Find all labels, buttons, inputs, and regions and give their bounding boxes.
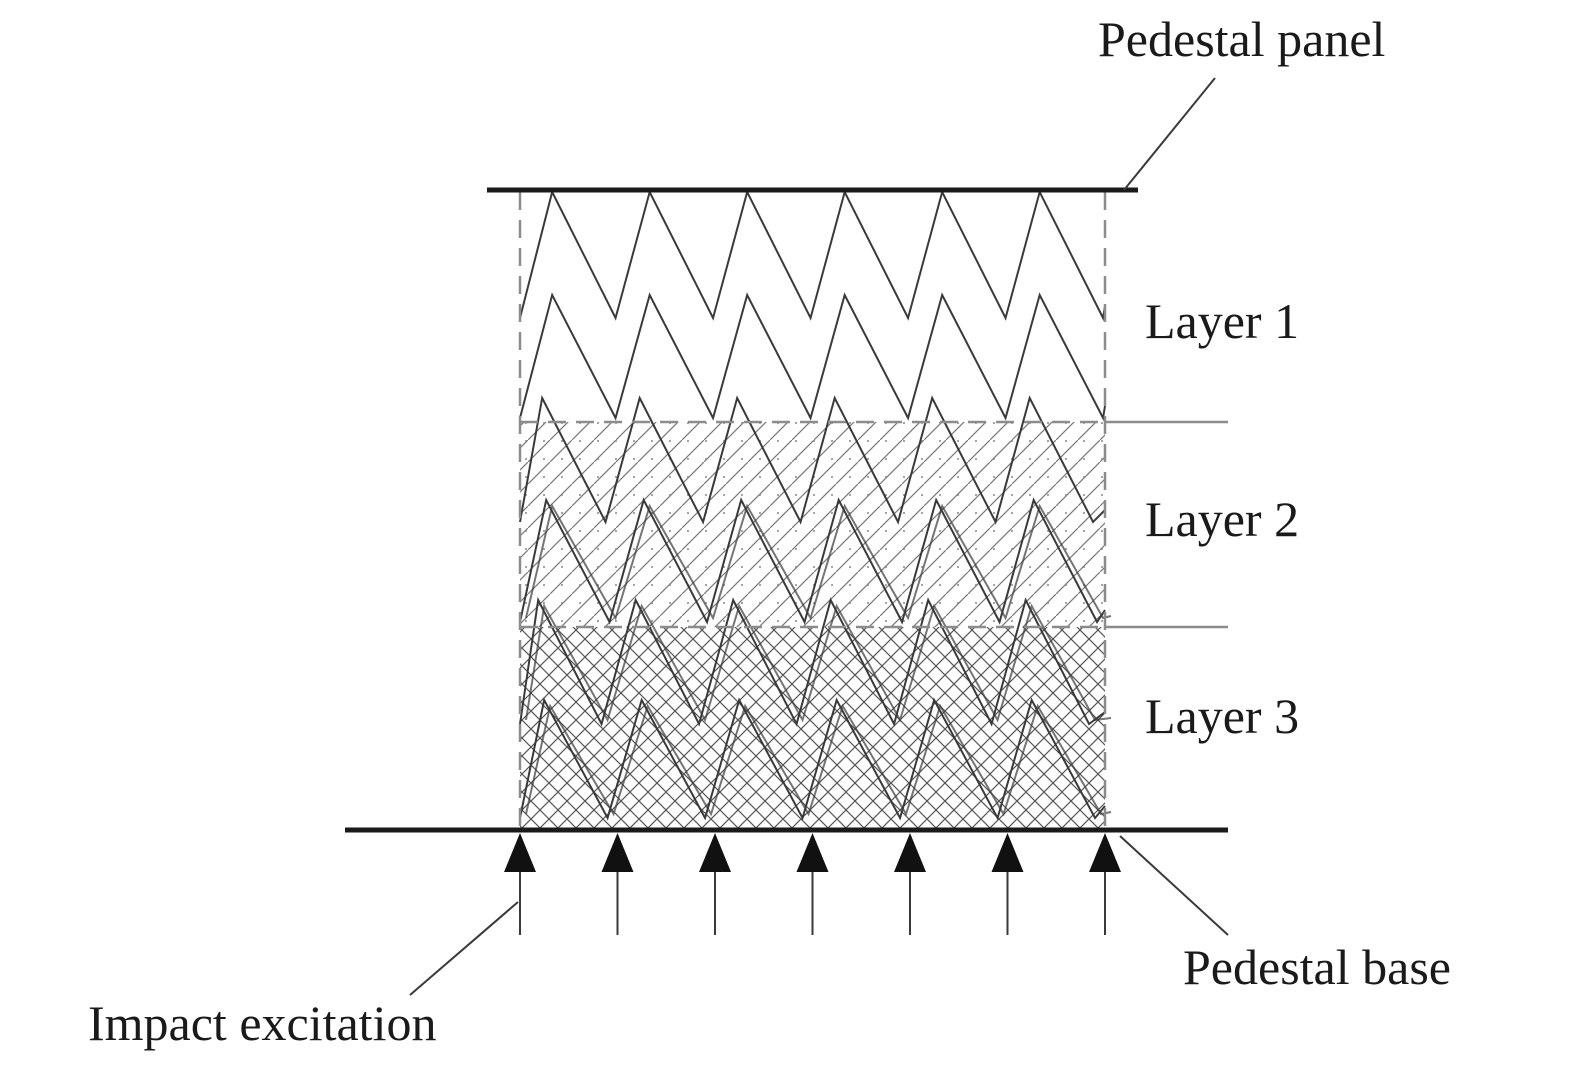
pedestal-panel-leader	[1123, 77, 1216, 191]
arrow-head	[991, 833, 1024, 872]
impact-excitation-leader	[409, 901, 519, 996]
zigzag-row-offset	[525, 602, 1112, 723]
arrow-head	[601, 833, 634, 872]
layer-2-label: Layer 2	[1145, 491, 1299, 547]
zigzag-row	[519, 292, 1106, 422]
zigzag-row-offset	[525, 503, 1112, 621]
impact-excitation-label: Impact excitation	[88, 995, 436, 1051]
layer-1-label: Layer 1	[1145, 293, 1299, 349]
zigzag-row-offset	[525, 703, 1112, 817]
zigzag-row	[519, 596, 1106, 727]
layer-fills	[520, 422, 1105, 830]
layer-3-label: Layer 3	[1145, 688, 1299, 744]
arrow-head	[894, 833, 926, 872]
zigzag-row	[519, 394, 1106, 525]
pedestal-base-leader	[1119, 835, 1229, 936]
arrow-head	[1089, 833, 1121, 872]
zigzag-row	[519, 697, 1106, 821]
arrow-head	[504, 833, 536, 872]
layer-3-crosshatch	[520, 627, 1105, 830]
pedestal-base-label: Pedestal base	[1183, 939, 1451, 995]
side-walls	[518, 192, 1107, 830]
pedestal-panel-label: Pedestal panel	[1098, 11, 1385, 67]
impact-excitation-arrows	[504, 833, 1121, 935]
arrow-head	[699, 833, 731, 872]
layer-boundaries	[520, 420, 1228, 629]
zigzag-cell-walls	[519, 189, 1112, 821]
arrow-head	[796, 833, 829, 872]
zigzag-row	[519, 497, 1106, 625]
zigzag-row	[519, 189, 1106, 322]
